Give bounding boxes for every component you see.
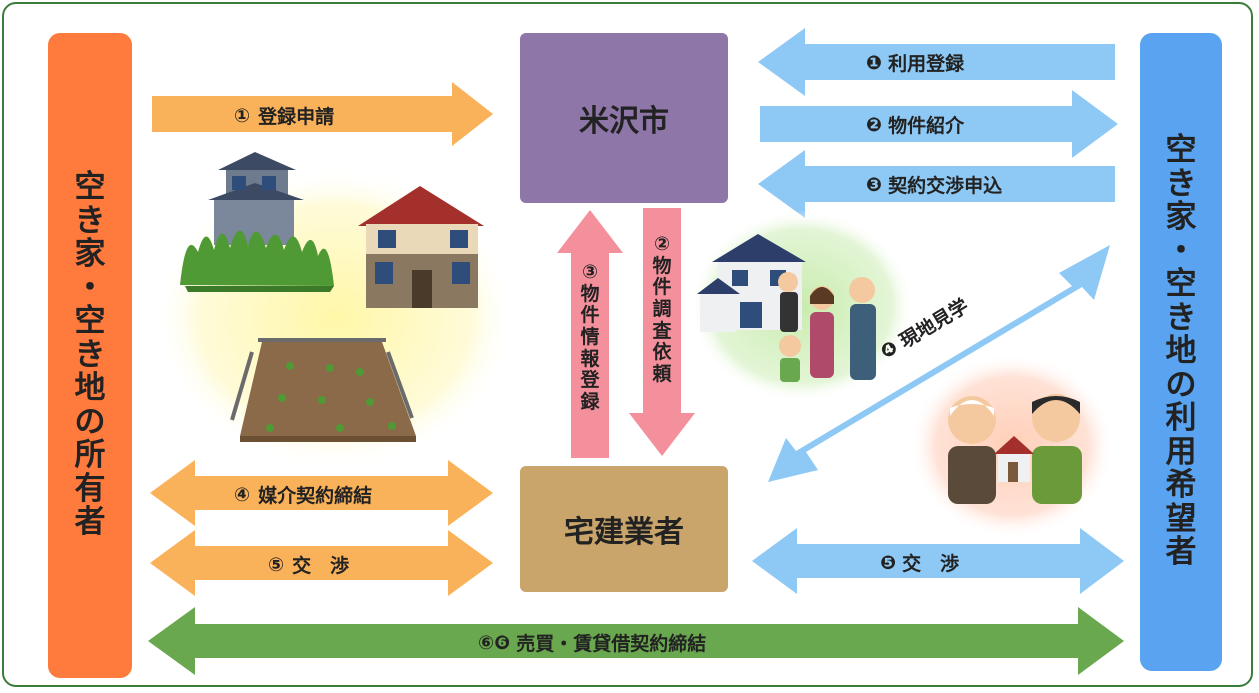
arrow-owner-registration <box>152 82 493 146</box>
arrow-sale-lease-contract <box>148 607 1124 675</box>
user-box-label-char: き <box>1165 299 1197 336</box>
user-box-label-char: 者 <box>1165 534 1197 571</box>
arrow-property-intro <box>760 90 1118 158</box>
arrow-user-registration <box>758 28 1115 96</box>
user-box-label-char: 空 <box>1165 132 1197 169</box>
property-survey-request-label-char: 査 <box>652 319 672 342</box>
user-box-label-char: 用 <box>1165 433 1197 470</box>
owner-box-label-char: 地 <box>74 370 106 407</box>
property-survey-request-label-char: 依 <box>652 341 672 364</box>
houses-and-vacant-lot-illustration <box>155 152 515 468</box>
realtor-box-label: 宅建業者 <box>564 515 684 550</box>
user-box-label-char: 利 <box>1165 400 1197 437</box>
owner-box-label-char: 空 <box>74 169 106 206</box>
user-box-label-char: の <box>1165 366 1197 403</box>
owner-box-label: 空き家・空き地の所有者 <box>74 169 106 541</box>
property-survey-request-label-char: 物 <box>652 254 672 277</box>
city-box-label: 米沢市 <box>579 104 669 139</box>
arrow-owner-negotiation <box>150 530 493 596</box>
owner-box-label-char: 所 <box>74 437 106 474</box>
property-info-register-label-char: 報 <box>580 347 600 370</box>
user-box-label-char: 家 <box>1165 199 1197 236</box>
user-box: 空き家・空き地の利用希望者 <box>1140 33 1222 671</box>
user-box-label-char: 希 <box>1165 467 1197 504</box>
property-survey-request-label-char: 件 <box>652 276 672 299</box>
realtor-box: 宅建業者 <box>520 466 728 592</box>
user-box-label-char: ・ <box>1165 232 1197 269</box>
family-viewing-house-illustration <box>690 210 914 402</box>
user-box-label-char: き <box>1165 165 1197 202</box>
arrow-contract-application <box>758 150 1115 218</box>
owner-box-label-char: き <box>74 336 106 373</box>
owner-box-label-char: 有 <box>74 470 106 507</box>
property-info-register-label-char: 登 <box>580 369 600 392</box>
property-survey-request-label-char: 頼 <box>652 362 672 385</box>
arrow-site-visit <box>768 245 1110 482</box>
city-box: 米沢市 <box>520 33 728 203</box>
property-info-register-label-char: 物 <box>580 282 600 305</box>
owner-box-label-char: の <box>74 403 106 440</box>
arrow-brokerage-contract <box>150 460 493 526</box>
arrow-user-negotiation <box>752 528 1124 594</box>
owner-box-label-char: 空 <box>74 303 106 340</box>
user-box-label-char: 地 <box>1165 333 1197 370</box>
owner-box-label-char: 者 <box>74 504 106 541</box>
label-property-survey-request: ② 物件調査依頼 <box>652 233 672 385</box>
property-info-register-label-char: 件 <box>580 304 600 327</box>
owner-box-label-char: き <box>74 202 106 239</box>
arrow-property-survey-request <box>629 208 695 456</box>
owner-box-label-char: 家 <box>74 236 106 273</box>
user-box-label-char: 望 <box>1165 500 1197 537</box>
arrow-property-info-register <box>557 210 623 458</box>
property-info-register-label-char: 録 <box>580 390 600 413</box>
property-info-register-label-char: 情 <box>580 325 600 348</box>
handshake-house-illustration <box>910 354 1114 538</box>
user-box-label: 空き家・空き地の利用希望者 <box>1165 132 1197 571</box>
label-property-info-register: ③ 物件情報登録 <box>580 261 600 413</box>
user-box-label-char: 空 <box>1165 266 1197 303</box>
property-survey-request-label-char: 調 <box>652 297 672 320</box>
owner-box-label-char: ・ <box>74 269 106 306</box>
owner-box: 空き家・空き地の所有者 <box>48 33 132 678</box>
